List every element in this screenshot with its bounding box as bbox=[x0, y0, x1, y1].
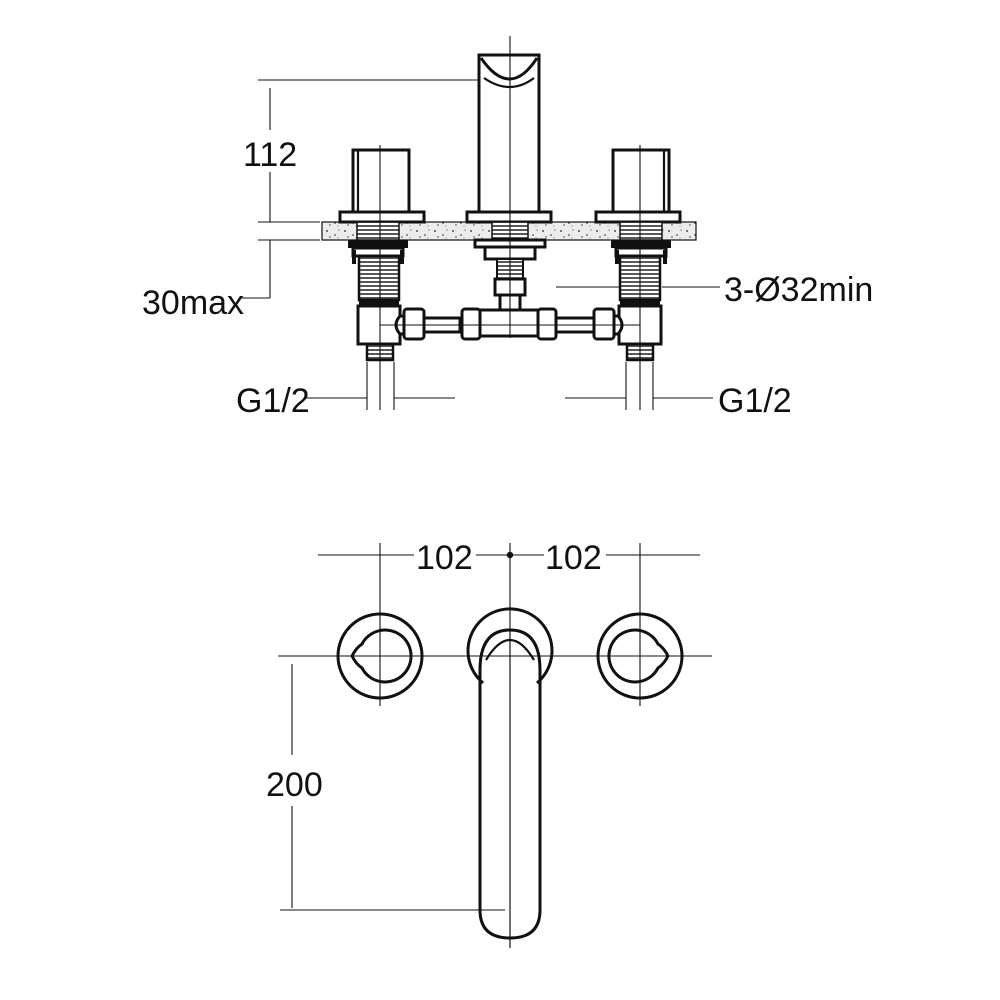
label-spout-height: 112 bbox=[243, 136, 297, 174]
right-handle-plan bbox=[596, 612, 684, 700]
label-spout-projection: 200 bbox=[266, 766, 323, 804]
label-spacing-right: 102 bbox=[545, 539, 602, 577]
dimension-inlet-right: G1/2 bbox=[565, 362, 792, 420]
dimension-hole-diameter: 3-Ø32min bbox=[556, 271, 873, 309]
dimension-spout-height: 112 bbox=[243, 79, 480, 241]
dimension-inlet-left: G1/2 bbox=[236, 362, 455, 420]
label-hole-diameter: 3-Ø32min bbox=[724, 271, 873, 309]
plan-view: 102 102 200 bbox=[266, 539, 712, 948]
label-deck-thickness: 30max bbox=[142, 284, 244, 322]
spout bbox=[465, 53, 553, 322]
front-elevation-view: 112 30max 3-Ø32min G1/2 G1/2 bbox=[142, 36, 873, 420]
left-handle-plan bbox=[336, 612, 424, 700]
dimension-spout-projection: 200 bbox=[266, 664, 505, 911]
dimension-deck-thickness: 30max bbox=[142, 240, 271, 322]
label-spacing-left: 102 bbox=[416, 539, 473, 577]
dimension-spacing: 102 102 bbox=[318, 539, 700, 577]
label-inlet-right: G1/2 bbox=[718, 382, 792, 420]
label-inlet-left: G1/2 bbox=[236, 382, 310, 420]
connecting-pipework bbox=[380, 307, 640, 341]
spout-plan bbox=[466, 607, 554, 948]
